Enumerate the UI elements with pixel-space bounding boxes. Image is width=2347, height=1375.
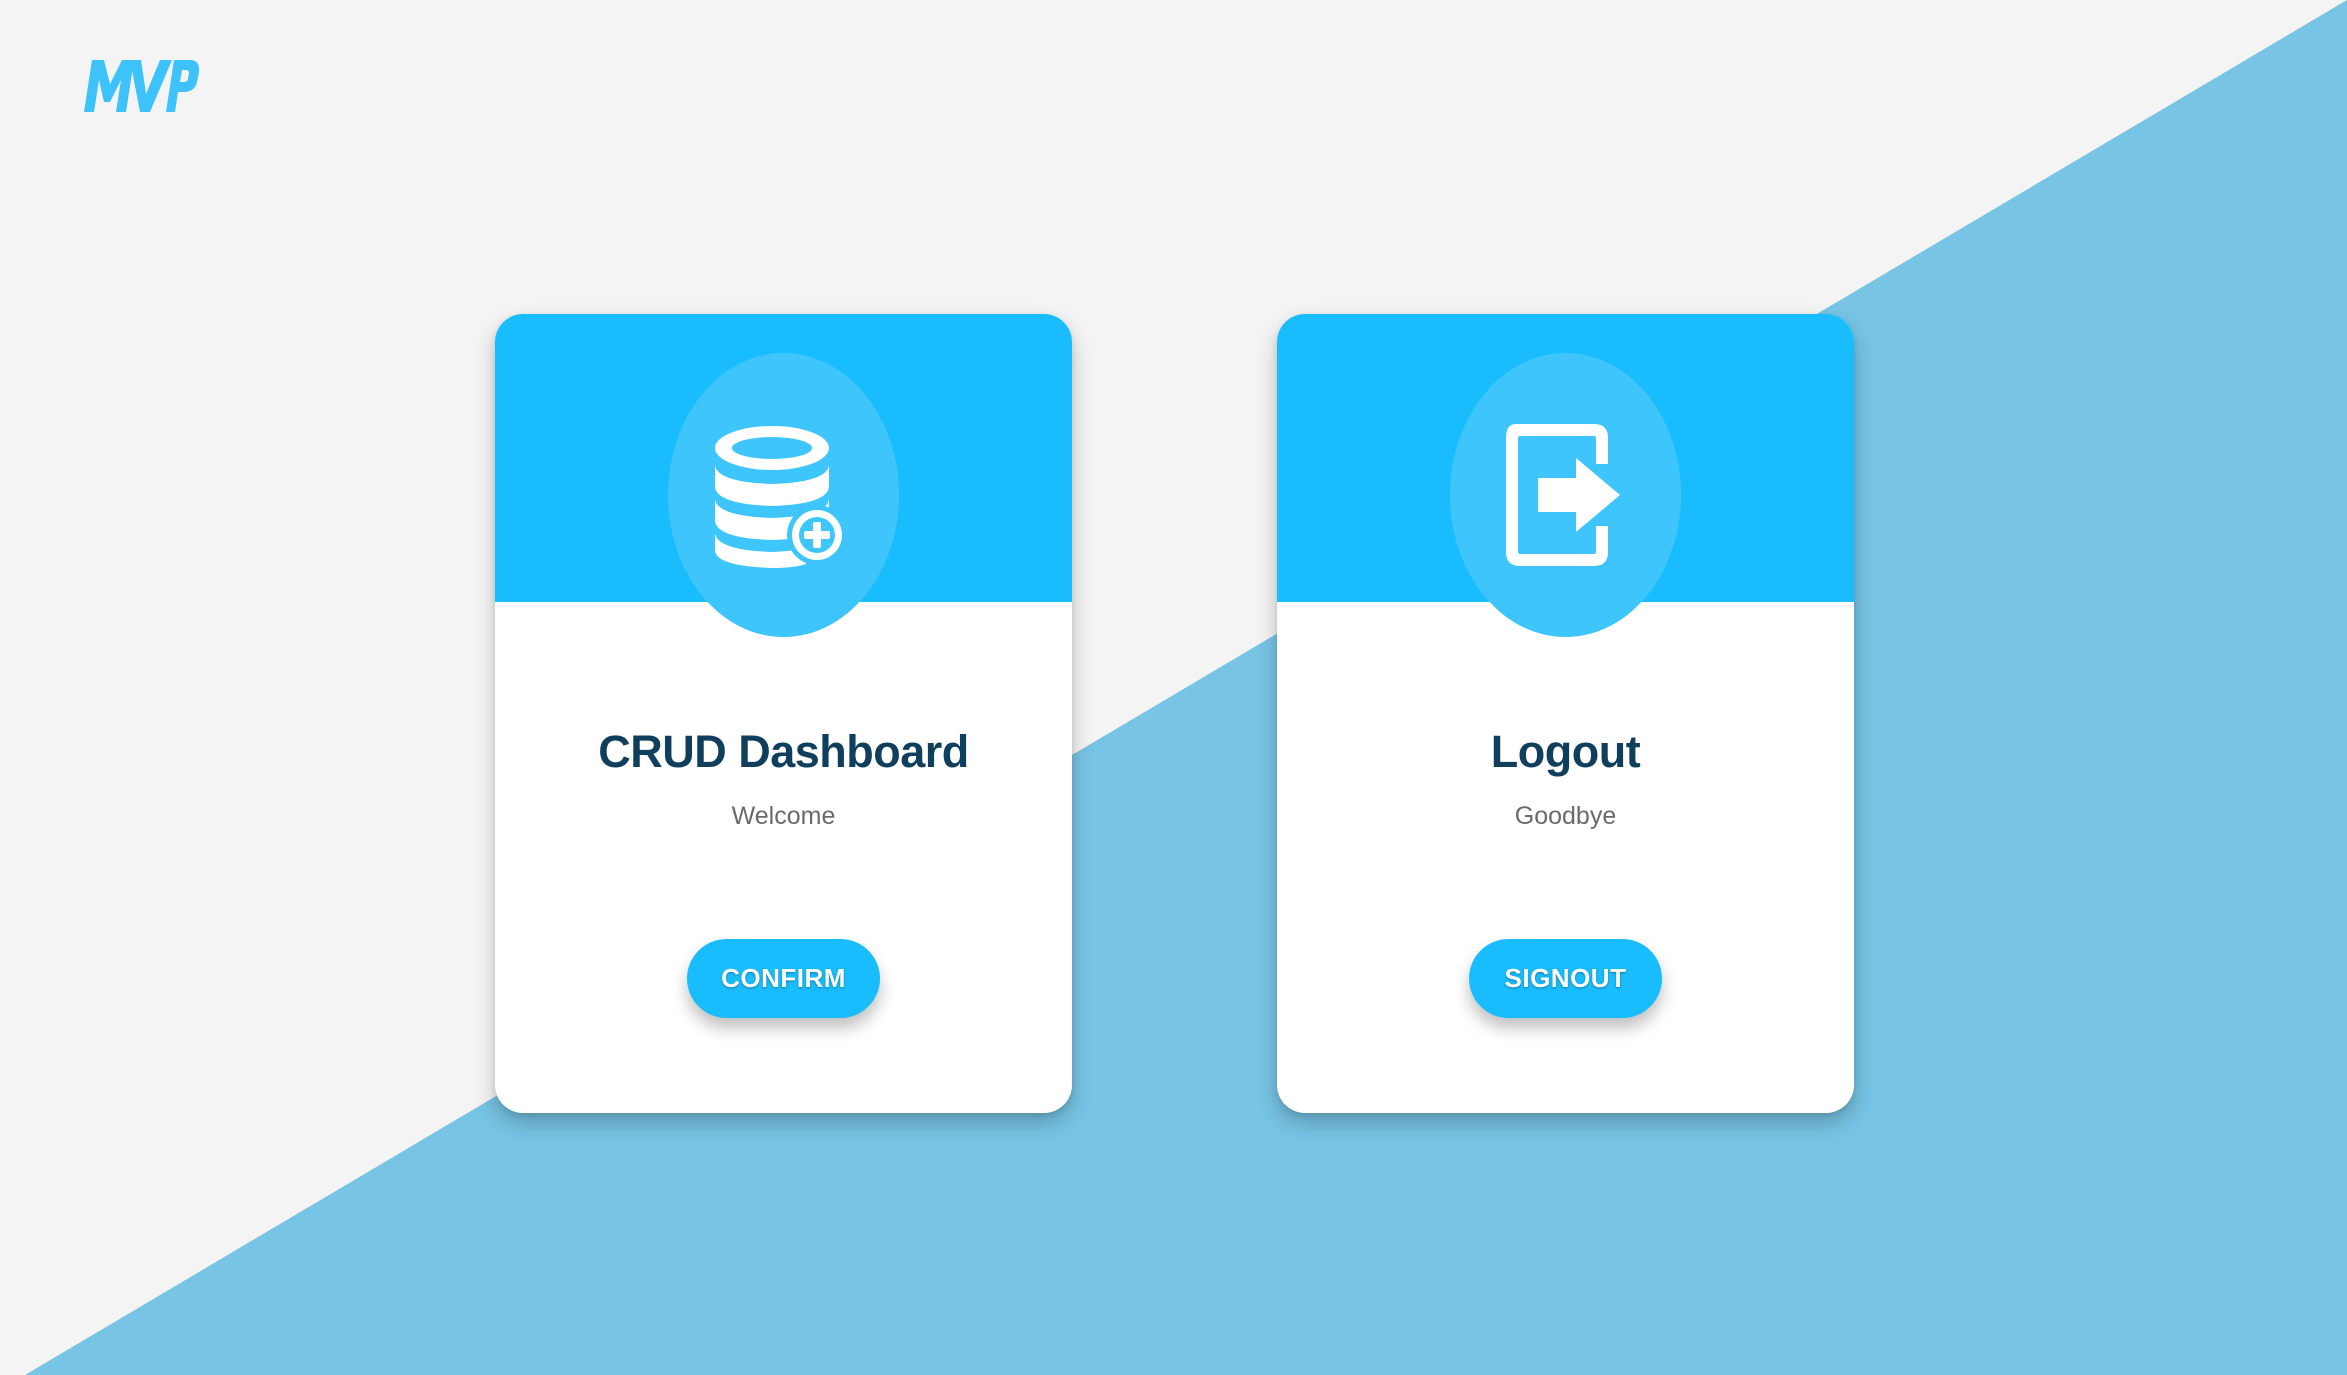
database-add-icon — [714, 426, 847, 568]
card-subtitle: Goodbye — [1514, 802, 1617, 830]
confirm-button[interactable]: CONFIRM — [687, 939, 880, 1018]
card-subtitle: Welcome — [731, 802, 836, 830]
icon-circle — [1450, 353, 1681, 637]
logout-icon — [1505, 424, 1620, 566]
card-title: CRUD Dashboard — [598, 726, 969, 777]
mvp-logo[interactable] — [82, 58, 200, 114]
icon-circle — [668, 353, 899, 637]
card-title: Logout — [1490, 726, 1641, 777]
signout-button[interactable]: SIGNOUT — [1469, 939, 1662, 1018]
logout-card: Logout Goodbye SIGNOUT — [1277, 314, 1854, 1113]
crud-dashboard-card: CRUD Dashboard Welcome CONFIRM — [495, 314, 1072, 1113]
